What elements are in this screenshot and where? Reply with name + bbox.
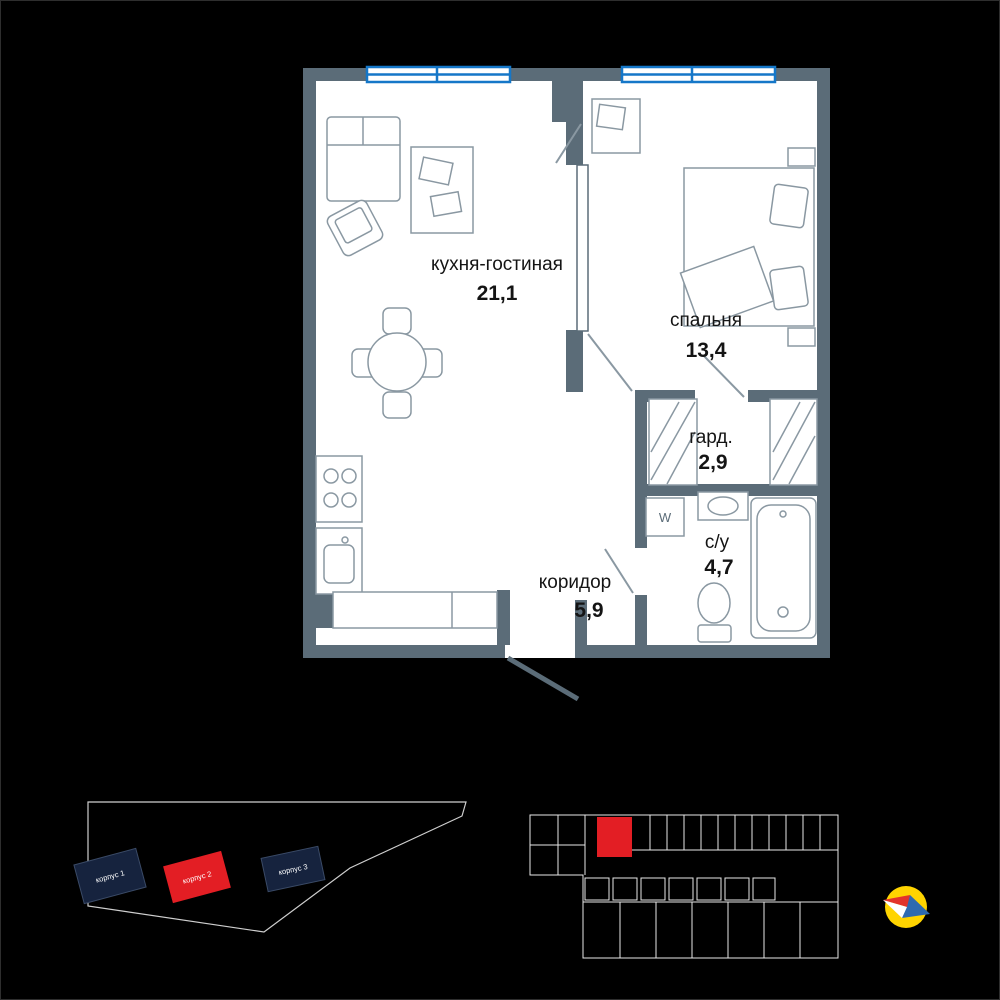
kitchen-counter	[332, 591, 498, 629]
building-korpus-2[interactable]: корпус 2	[163, 850, 231, 904]
nightstand	[787, 147, 816, 167]
nightstand	[787, 327, 816, 347]
compass-needle-tail	[902, 895, 930, 918]
bathtub	[750, 497, 817, 639]
bedroom-door-swing	[587, 333, 633, 392]
floor-plate-outline	[529, 814, 839, 959]
bathroom-door-swing	[604, 548, 634, 594]
walls	[303, 68, 830, 658]
kitchen-sink	[315, 527, 363, 595]
bathroom-sink	[697, 491, 749, 521]
top-unit-dividers	[632, 815, 838, 851]
windows	[365, 65, 777, 84]
room-area: 2,9	[698, 451, 727, 474]
sofa	[326, 116, 401, 257]
room-name: с/у	[705, 532, 730, 553]
room-labels: кухня-гостиная 21,1 спальня 13,4 гард. 2…	[431, 254, 742, 622]
chair	[382, 391, 412, 419]
furniture-bathroom: W	[645, 491, 817, 643]
room-kitchen-living-label: кухня-гостиная 21,1	[431, 254, 563, 305]
room-area: 21,1	[477, 282, 518, 305]
entry-door-leaf	[506, 655, 580, 702]
toilet	[697, 582, 732, 643]
site-plan: корпус 1 корпус 2 корпус 3	[73, 801, 467, 933]
stove	[315, 455, 363, 523]
site-outline	[87, 801, 467, 933]
chair	[382, 307, 412, 335]
window-1	[365, 65, 512, 84]
building-korpus-3[interactable]: корпус 3	[260, 845, 326, 893]
closet-right	[769, 398, 818, 486]
room-name: спальня	[670, 310, 742, 331]
washing-machine: W	[645, 497, 685, 537]
building-korpus-1[interactable]: корпус 1	[73, 847, 147, 905]
compass-needle-north	[883, 895, 910, 907]
living-bedroom-door-swing	[555, 123, 582, 164]
room-area: 4,7	[704, 556, 733, 579]
room-name: кухня-гостиная	[431, 254, 563, 275]
dining-table	[351, 307, 443, 419]
armchair	[326, 199, 384, 257]
bed	[679, 167, 815, 329]
furniture-kitchen-living	[315, 116, 498, 629]
room-name: гард.	[689, 427, 733, 448]
room-wardrobe-label: гард. 2,9	[689, 427, 733, 474]
closet-left	[648, 398, 698, 486]
compass-needle-white	[883, 900, 907, 918]
selected-unit[interactable]	[597, 817, 632, 857]
apartment-floor-plan: W кухня-гостиная 21,1	[303, 65, 830, 702]
compass-icon	[883, 886, 930, 928]
furniture-wardrobe	[648, 398, 818, 486]
room-corridor-label: коридор 5,9	[539, 572, 612, 622]
doors	[506, 123, 745, 702]
pillow	[769, 265, 809, 311]
tv-stand	[410, 146, 474, 234]
core-shafts	[584, 877, 776, 901]
wardrobe-door-swing	[703, 355, 745, 398]
floor-plate-minimap	[529, 814, 839, 959]
washer-label: W	[659, 510, 672, 525]
desk	[591, 98, 641, 154]
room-area: 13,4	[686, 339, 727, 362]
room-bedroom-label: спальня 13,4	[670, 310, 742, 362]
room-area: 5,9	[574, 599, 603, 622]
room-bathroom-label: с/у 4,7	[704, 532, 733, 579]
pillow	[769, 183, 809, 229]
furniture-bedroom	[591, 98, 816, 347]
living-bedroom-door-leaf	[576, 164, 589, 332]
room-name: коридор	[539, 572, 612, 593]
blanket	[679, 245, 775, 329]
bottom-unit-dividers	[583, 901, 838, 958]
window-2	[620, 65, 777, 84]
